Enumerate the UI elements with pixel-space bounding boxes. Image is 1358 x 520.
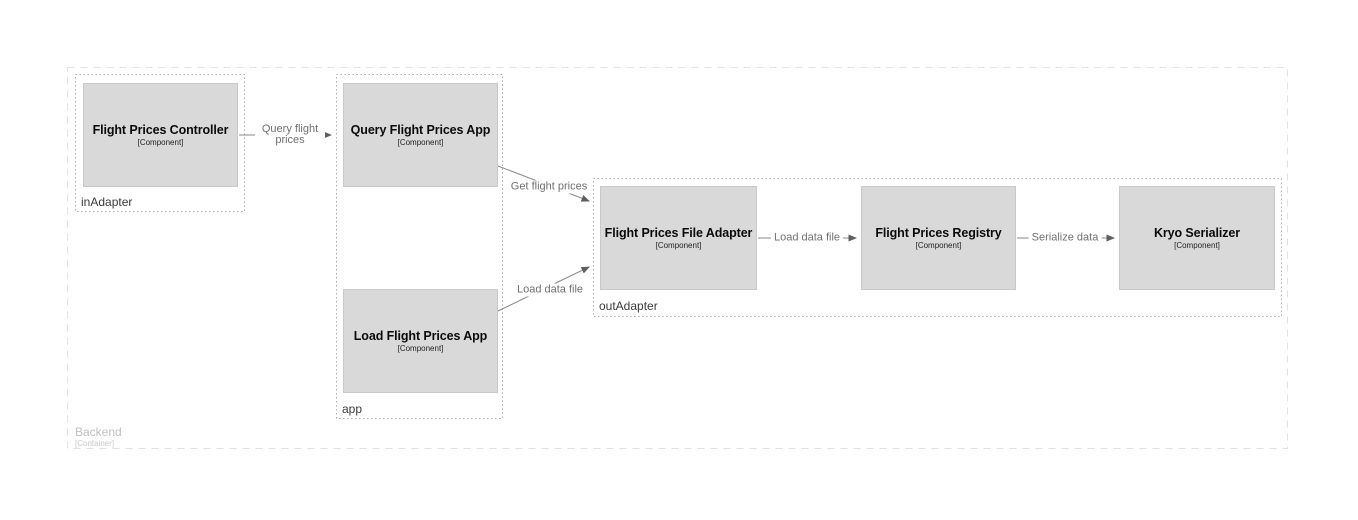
component-title: Flight Prices File Adapter [604, 226, 753, 240]
backend-label-title: Backend [75, 425, 122, 439]
component-meta: [Component] [915, 241, 962, 250]
component-kryo-serializer: Kryo Serializer [Component] [1119, 186, 1275, 290]
group-label-inadapter: inAdapter [81, 195, 133, 209]
component-meta: [Component] [655, 241, 702, 250]
component-title: Flight Prices Registry [875, 226, 1002, 240]
edge-label-query-flight-prices: Query flight prices [255, 123, 325, 147]
component-flight-prices-file-adapter: Flight Prices File Adapter [Component] [600, 186, 757, 290]
component-meta: [Component] [1174, 241, 1220, 250]
component-title: Load Flight Prices App [353, 329, 488, 343]
component-flight-prices-controller: Flight Prices Controller [Component] [83, 83, 238, 187]
edge-label-load-data-file-up: Load data file [513, 283, 587, 297]
component-title: Query Flight Prices App [350, 123, 491, 137]
component-load-flight-prices-app: Load Flight Prices App [Component] [343, 289, 498, 393]
group-label-app: app [342, 402, 363, 416]
edge-label-load-data-file-right: Load data file [770, 231, 844, 245]
group-label-outadapter: outAdapter [599, 299, 658, 313]
backend-label-meta: [Container] [75, 439, 115, 448]
component-query-flight-prices-app: Query Flight Prices App [Component] [343, 83, 498, 187]
component-meta: [Component] [397, 138, 444, 147]
component-flight-prices-registry: Flight Prices Registry [Component] [861, 186, 1016, 290]
component-title: Flight Prices Controller [92, 123, 229, 137]
component-meta: [Component] [397, 344, 444, 353]
component-meta: [Component] [137, 138, 184, 147]
edge-label-get-flight-prices: Get flight prices [507, 180, 591, 194]
backend-container-label: Backend [Container] [75, 426, 122, 448]
edge-label-serialize-data: Serialize data [1028, 231, 1102, 245]
component-title: Kryo Serializer [1153, 226, 1241, 240]
